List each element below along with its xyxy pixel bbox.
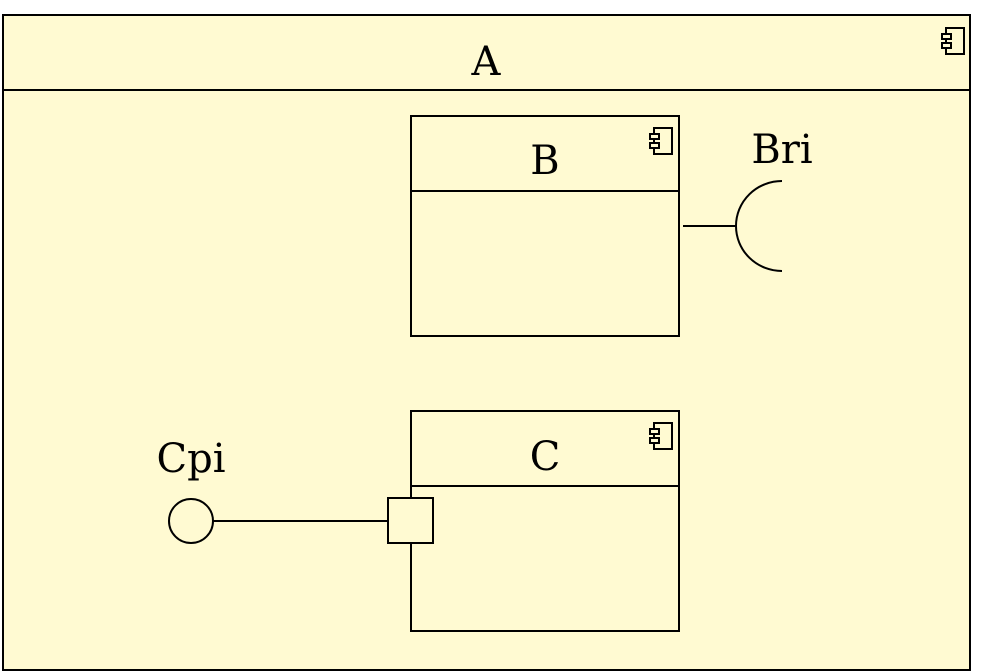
component-b-body xyxy=(410,115,680,337)
provided-interface-cpi[interactable]: Cpi xyxy=(156,436,388,544)
component-icon xyxy=(649,127,673,155)
component-c-name: C xyxy=(530,434,561,480)
required-interface-bri[interactable]: Bri xyxy=(683,127,813,272)
provided-interface-lollipop-icon xyxy=(168,498,214,544)
component-b-name: B xyxy=(530,138,559,184)
component-icon xyxy=(649,422,673,450)
component-a-name: A xyxy=(471,39,502,85)
required-interface-socket-icon xyxy=(735,180,783,272)
component-icon xyxy=(941,27,965,55)
component-c[interactable]: C xyxy=(410,410,680,632)
component-b[interactable]: B xyxy=(410,115,680,337)
provided-interface-name: Cpi xyxy=(156,436,225,482)
required-interface-name: Bri xyxy=(751,127,812,173)
port-square-icon[interactable] xyxy=(387,497,434,544)
component-c-body xyxy=(410,410,680,632)
